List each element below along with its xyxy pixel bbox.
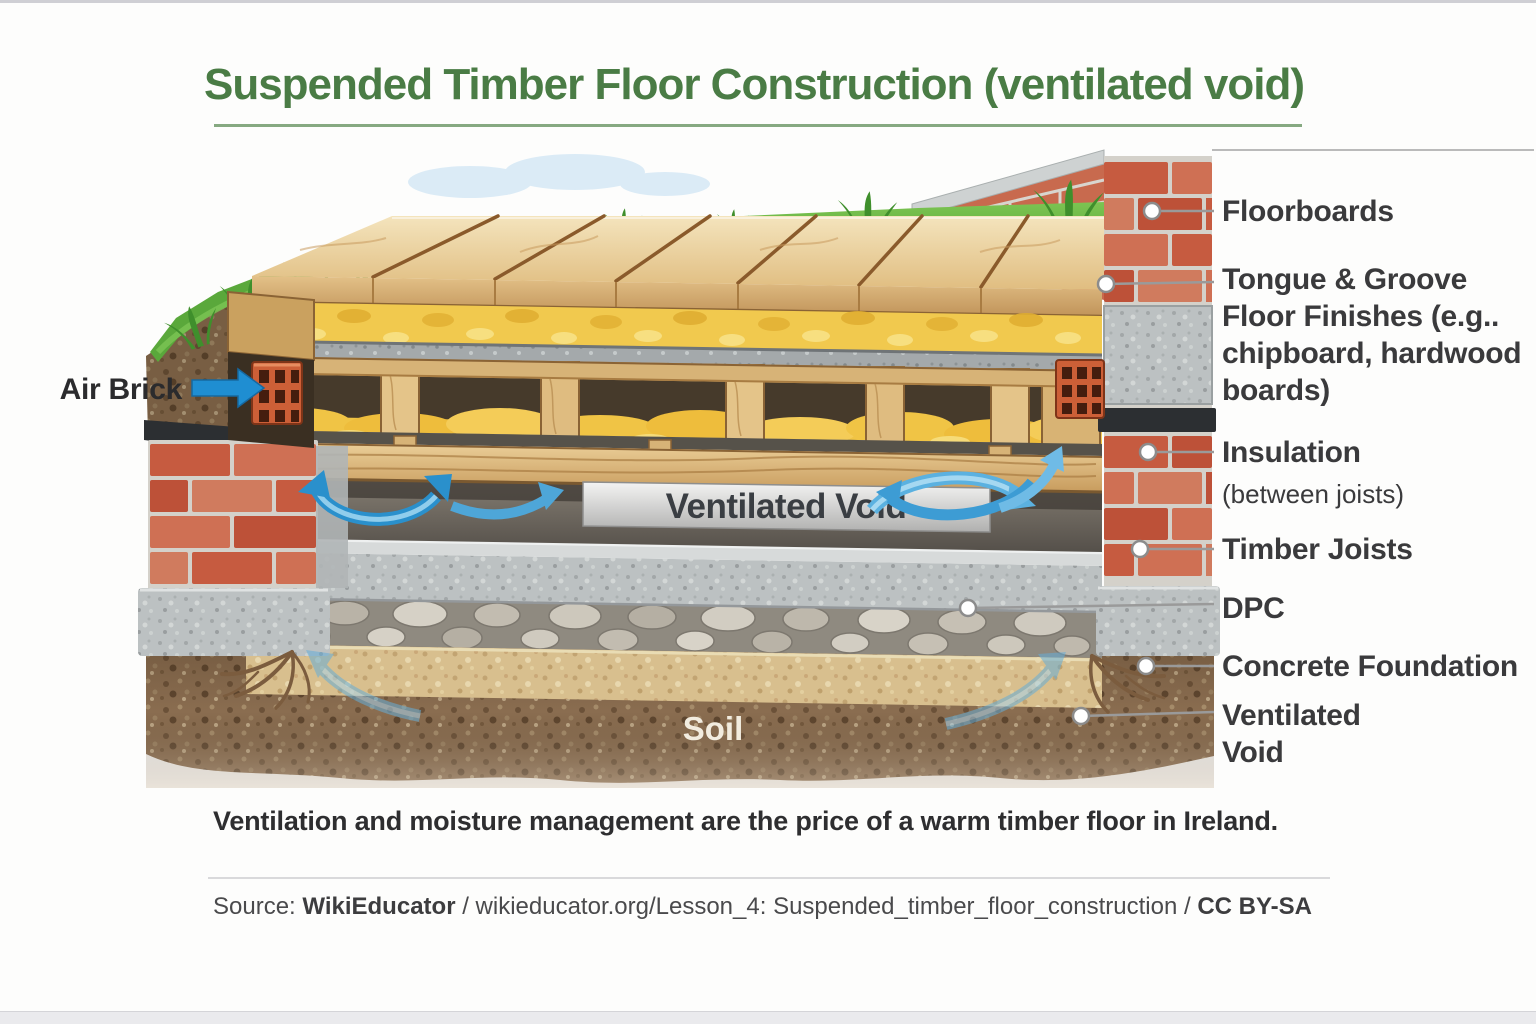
right-foundation xyxy=(1096,586,1220,656)
bottom-strip xyxy=(0,1011,1536,1024)
leader-dots xyxy=(958,201,1162,726)
right-wall xyxy=(1096,156,1220,656)
concrete-block xyxy=(1103,305,1213,405)
top-border xyxy=(0,0,1536,3)
callout-timber-joists: Timber Joists xyxy=(1222,533,1413,566)
callout-dpc: DPC xyxy=(1222,592,1285,625)
source-sep1: / xyxy=(455,893,476,920)
air-brick-right xyxy=(1055,359,1105,419)
title-underline xyxy=(214,124,1302,127)
right-wall-lower-bricks xyxy=(1104,436,1212,576)
footer-divider xyxy=(208,877,1330,879)
callout-insulation: Insulation xyxy=(1222,436,1361,469)
roots-left xyxy=(220,650,311,710)
callout-floorboards: Floorboards xyxy=(1222,195,1394,228)
sand-blinding-layer xyxy=(246,644,1102,708)
dpc-right xyxy=(1098,408,1216,432)
left-soil-face xyxy=(146,286,252,436)
floorboards-deck xyxy=(251,214,1134,318)
air-brick-arrow xyxy=(191,367,266,409)
ventilated-void-plate: Ventilated Void xyxy=(582,481,991,533)
source-reference: wikieducator.org/Lesson_4: Suspended_tim… xyxy=(475,893,1178,920)
clouds xyxy=(408,154,710,198)
membrane-lower xyxy=(246,430,1102,456)
oversite-slab-top xyxy=(246,538,1102,566)
timber-joist-zone xyxy=(245,356,1103,449)
source-line: Source: WikiEducator / wikieducator.org/… xyxy=(213,893,1463,921)
callout-tongue-groove: Tongue & Groove Floor Finishes (e.g.. ch… xyxy=(1222,263,1522,407)
oversite-slab-face xyxy=(246,552,1102,612)
floorboards-edge xyxy=(252,276,1102,316)
source-publisher: WikiEducator xyxy=(302,893,456,920)
callout-insulation-sub: (between joists) xyxy=(1222,479,1405,509)
floor-finish-layer xyxy=(246,302,1102,354)
membrane-upper xyxy=(246,340,1102,370)
page-title: Suspended Timber Floor Construction (ven… xyxy=(203,60,1305,109)
leader-lines xyxy=(967,149,1534,718)
caption: Ventilation and moisture management are … xyxy=(213,806,1278,836)
source-prefix: Source: xyxy=(213,893,303,920)
soil-air-arrow-right xyxy=(944,652,1066,730)
callout-concrete-foundation: Concrete Foundation xyxy=(1222,650,1518,683)
callout-ventilated-void: Ventilated Void xyxy=(1222,699,1361,769)
air-brick-left xyxy=(251,361,303,425)
left-pier xyxy=(138,420,348,656)
left-foundation xyxy=(138,588,330,656)
soil-label: Soil xyxy=(683,710,744,747)
air-brick-label: Air Brick xyxy=(60,373,183,406)
soil-air-arrow-left xyxy=(306,650,422,722)
left-pier-bricks xyxy=(150,444,316,584)
ventilated-void-plate-text: Ventilated Void xyxy=(666,487,907,526)
roots-right xyxy=(1089,654,1166,714)
source-license: CC BY-SA xyxy=(1197,893,1313,920)
joists xyxy=(380,359,1101,449)
joist-runners xyxy=(246,356,1102,388)
source-sep2: / xyxy=(1177,893,1198,920)
air-circulation-arrows xyxy=(298,446,1064,526)
